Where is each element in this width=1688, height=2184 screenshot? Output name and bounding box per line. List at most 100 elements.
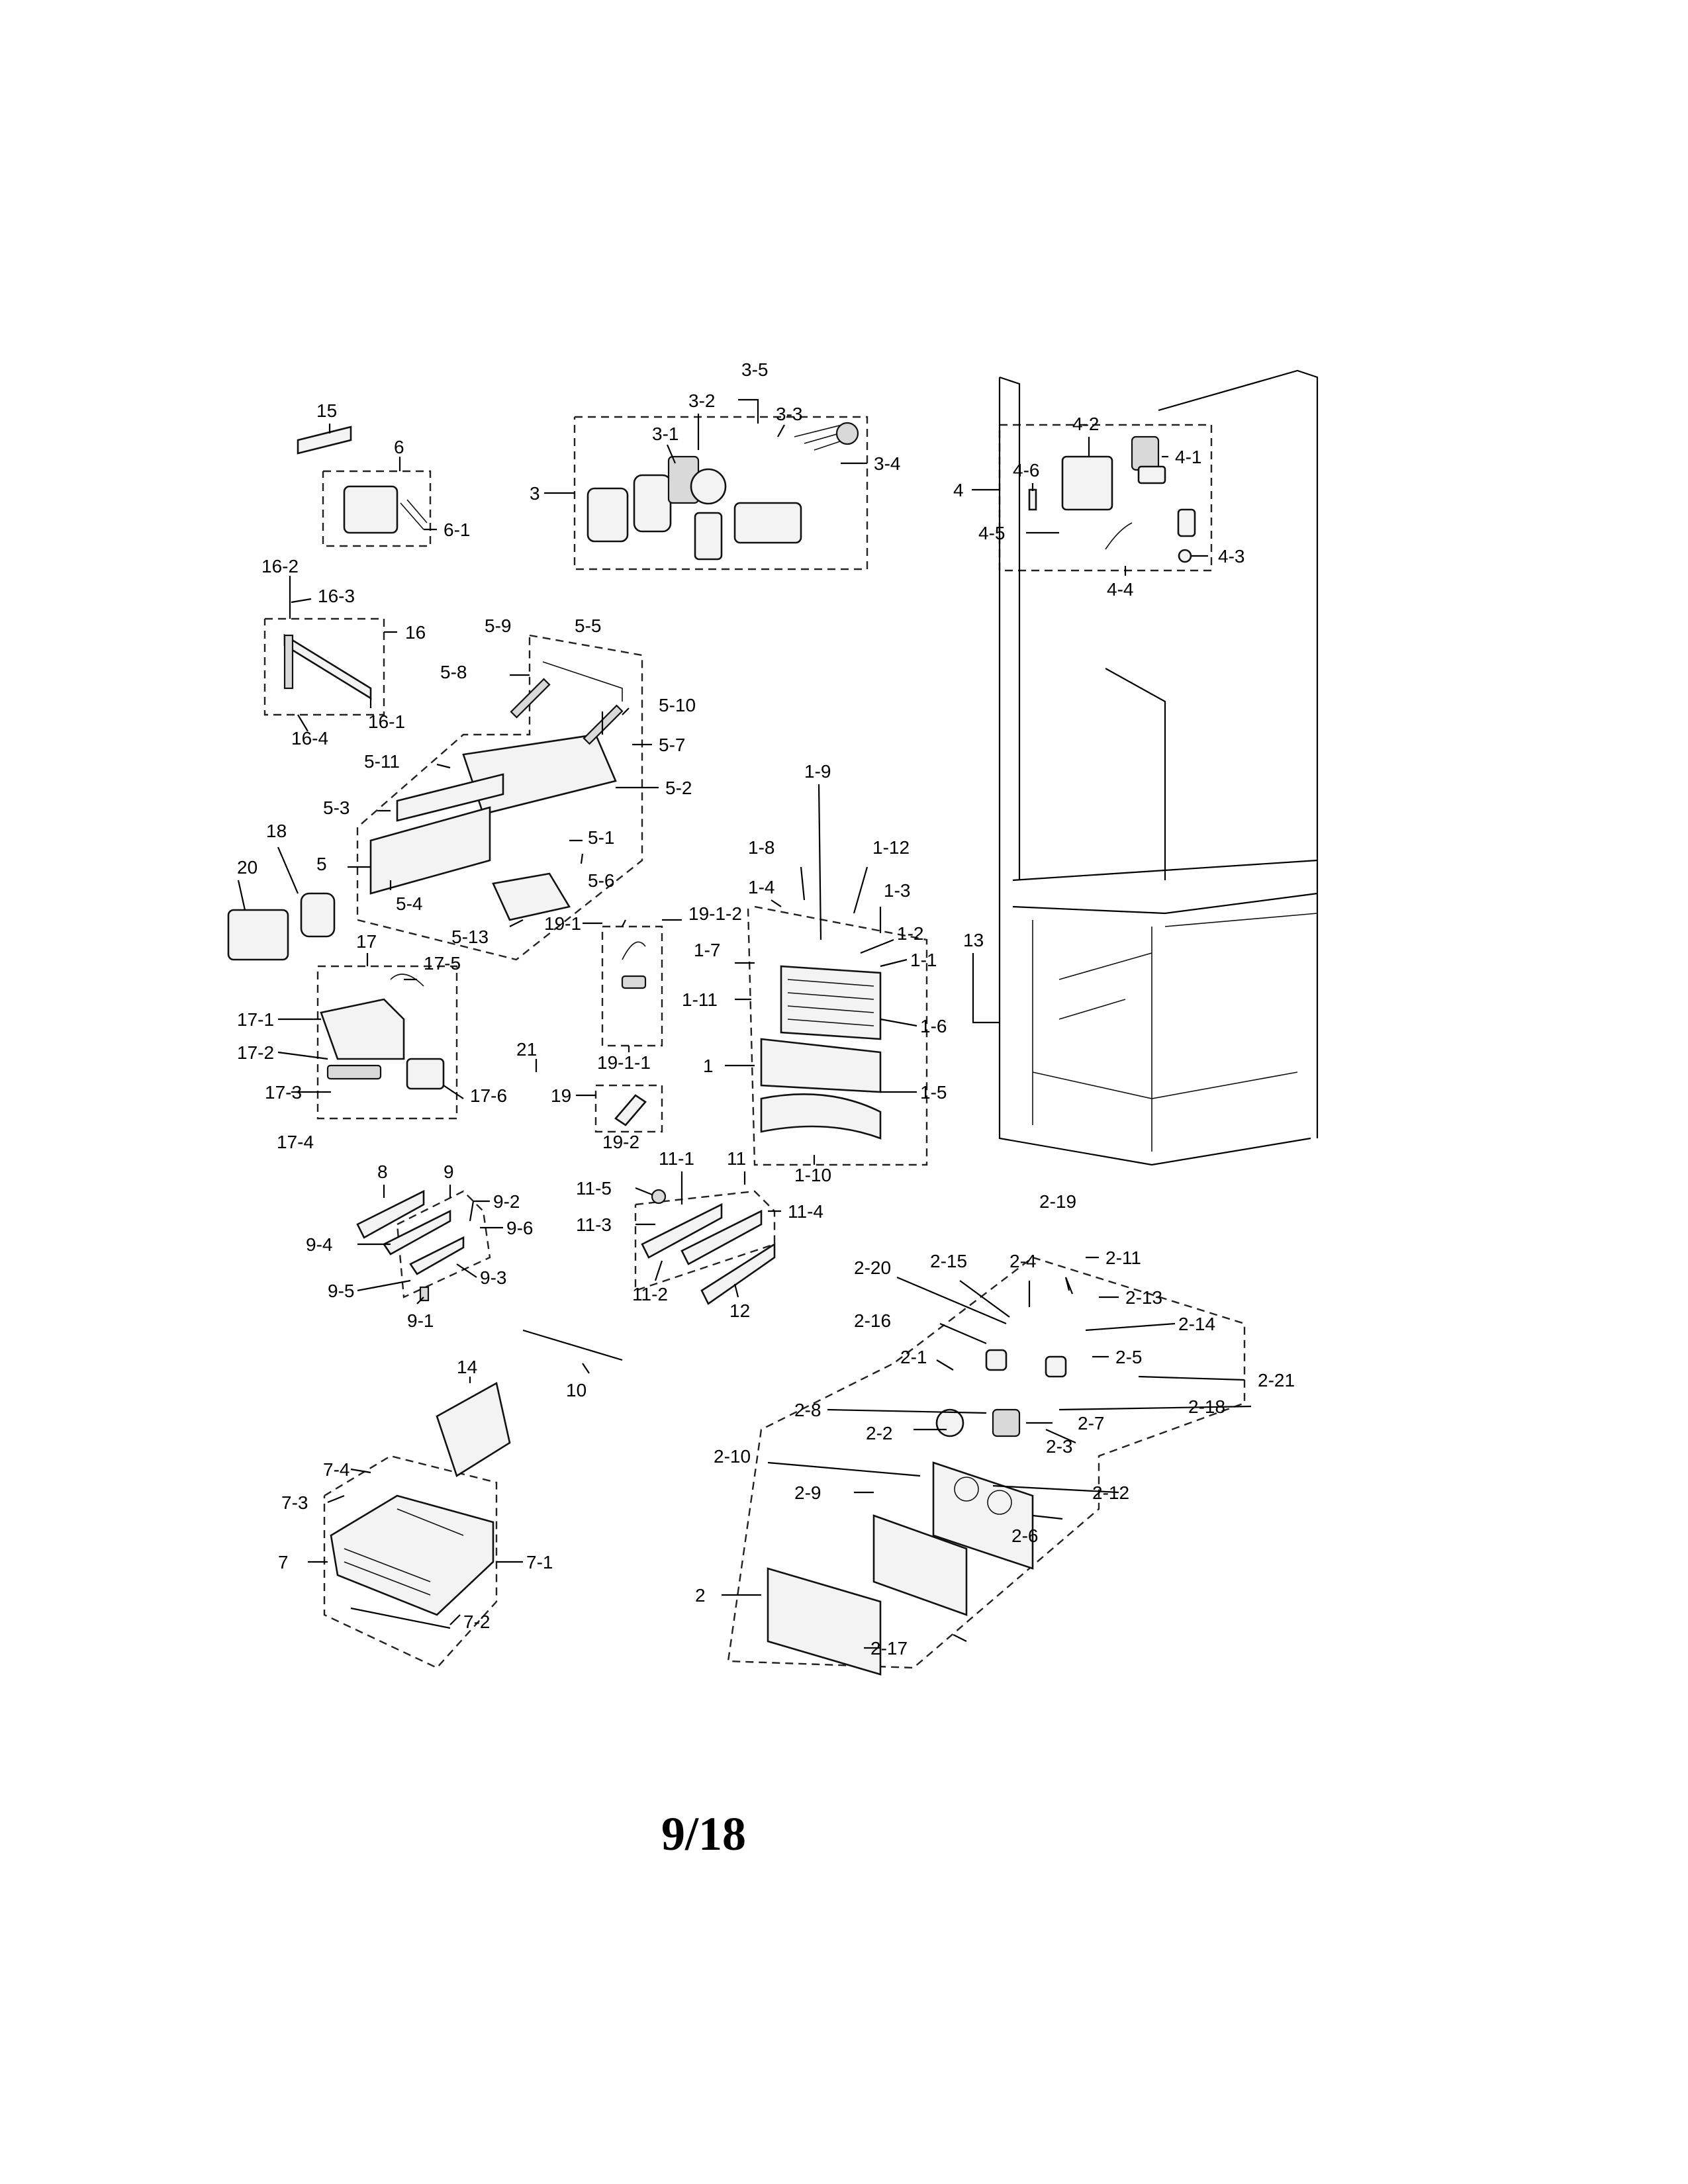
callout-2-10: 2-10 (714, 1446, 751, 1467)
callout-5-2: 5-2 (665, 778, 692, 798)
callout-2: 2 (695, 1585, 706, 1606)
callout-11-4: 11-4 (788, 1201, 823, 1222)
callout-3-4: 3-4 (874, 453, 900, 474)
callout-19-1: 19-1 (544, 913, 581, 934)
callout-7-1: 7-1 (526, 1552, 553, 1572)
callout-19-1-1: 19-1-1 (597, 1052, 651, 1073)
callout-9-6: 9-6 (506, 1218, 533, 1238)
callout-2-11: 2-11 (1105, 1248, 1141, 1268)
leader-lines (237, 398, 1252, 1649)
callout-18: 18 (266, 821, 287, 841)
callout-11: 11 (727, 1148, 746, 1169)
group-17 (316, 965, 458, 1120)
callout-19-2: 19-2 (602, 1132, 639, 1152)
callout-9: 9 (444, 1161, 454, 1182)
callout-14: 14 (457, 1357, 477, 1377)
callout-16: 16 (405, 622, 426, 643)
callout-1-3: 1-3 (884, 880, 910, 901)
group-5-drawer (356, 634, 643, 961)
callout-4: 4 (953, 480, 964, 500)
callout-5-7: 5-7 (659, 735, 685, 755)
callout-4-1: 4-1 (1175, 447, 1201, 467)
callout-10: 10 (566, 1380, 586, 1400)
callout-1-9: 1-9 (804, 761, 831, 782)
group-11 (634, 1189, 776, 1305)
callout-4-5: 4-5 (978, 523, 1005, 543)
group-16-rail (263, 617, 385, 716)
callout-17-3: 17-3 (265, 1082, 302, 1103)
callout-9-5: 9-5 (328, 1281, 354, 1301)
callout-1: 1 (703, 1056, 714, 1076)
group-7-basket (323, 1382, 511, 1669)
group-4-valve (998, 424, 1213, 572)
group-6-icemaker (297, 426, 432, 547)
callout-11-5: 11-5 (576, 1178, 612, 1199)
callout-9-1: 9-1 (407, 1310, 434, 1331)
callout-16-2: 16-2 (261, 556, 299, 576)
filter-parts (227, 892, 336, 961)
callout-17-2: 17-2 (237, 1042, 274, 1063)
callout-17-5: 17-5 (424, 953, 461, 974)
callout-2-2: 2-2 (866, 1423, 892, 1443)
callout-3: 3 (530, 483, 540, 504)
callout-3-3: 3-3 (776, 404, 802, 424)
callout-7: 7 (278, 1552, 289, 1572)
callout-5-4: 5-4 (396, 893, 422, 914)
callout-4-2: 4-2 (1072, 414, 1099, 434)
callout-2-6: 2-6 (1011, 1525, 1038, 1546)
callout-1-1: 1-1 (910, 950, 937, 970)
callout-19: 19 (551, 1085, 571, 1106)
callout-9-4: 9-4 (306, 1234, 332, 1255)
callout-1-2: 1-2 (897, 923, 923, 944)
group-1-evaporator (747, 905, 928, 1166)
callout-5: 5 (316, 854, 327, 874)
part-10-bar (522, 1329, 623, 1361)
callout-labels: 15 6 6-1 3 3-1 3-2 3-5 3-3 3-4 4 4-2 4-1… (237, 359, 1295, 1659)
callout-15: 15 (316, 400, 337, 421)
callout-1-8: 1-8 (748, 837, 774, 858)
callout-6-1: 6-1 (444, 520, 470, 540)
callout-11-3: 11-3 (576, 1214, 612, 1235)
callout-13: 13 (963, 930, 984, 950)
callout-2-16: 2-16 (854, 1310, 891, 1331)
callout-5-11: 5-11 (364, 751, 400, 772)
page-number: 9/18 (661, 1807, 746, 1860)
callout-1-5: 1-5 (920, 1082, 947, 1103)
callout-2-3: 2-3 (1046, 1436, 1072, 1457)
callout-7-4: 7-4 (323, 1459, 350, 1480)
callout-1-7: 1-7 (694, 940, 720, 960)
callout-2-8: 2-8 (794, 1400, 821, 1420)
callout-11-1: 11-1 (659, 1148, 694, 1169)
callout-5-1: 5-1 (588, 827, 614, 848)
group-9 (356, 1189, 491, 1302)
callout-9-2: 9-2 (493, 1191, 520, 1212)
callout-8: 8 (377, 1161, 388, 1182)
group-19 (594, 925, 663, 1133)
callout-2-14: 2-14 (1178, 1314, 1215, 1334)
callout-1-4: 1-4 (748, 877, 774, 897)
callout-16-1: 16-1 (368, 711, 405, 732)
callout-4-4: 4-4 (1107, 579, 1133, 600)
callout-4-3: 4-3 (1218, 546, 1244, 567)
callout-7-3: 7-3 (281, 1492, 308, 1513)
callout-2-7: 2-7 (1078, 1413, 1104, 1433)
callout-1-12: 1-12 (872, 837, 910, 858)
callout-20: 20 (237, 857, 258, 878)
callout-12: 12 (729, 1300, 750, 1321)
callout-5-5: 5-5 (575, 615, 601, 636)
callout-17-6: 17-6 (470, 1085, 507, 1106)
callout-16-3: 16-3 (318, 586, 355, 606)
callout-2-18: 2-18 (1188, 1396, 1225, 1417)
callout-2-1: 2-1 (900, 1347, 927, 1367)
callout-16-4: 16-4 (291, 728, 328, 749)
callout-5-6: 5-6 (588, 870, 614, 891)
callout-9-3: 9-3 (480, 1267, 506, 1288)
callout-5-3: 5-3 (323, 797, 350, 818)
callout-5-9: 5-9 (485, 615, 511, 636)
callout-2-5: 2-5 (1115, 1347, 1142, 1367)
callout-1-10: 1-10 (794, 1165, 831, 1185)
callout-2-13: 2-13 (1125, 1287, 1162, 1308)
callout-19-1-2: 19-1-2 (688, 903, 742, 924)
callout-3-1: 3-1 (652, 424, 679, 444)
